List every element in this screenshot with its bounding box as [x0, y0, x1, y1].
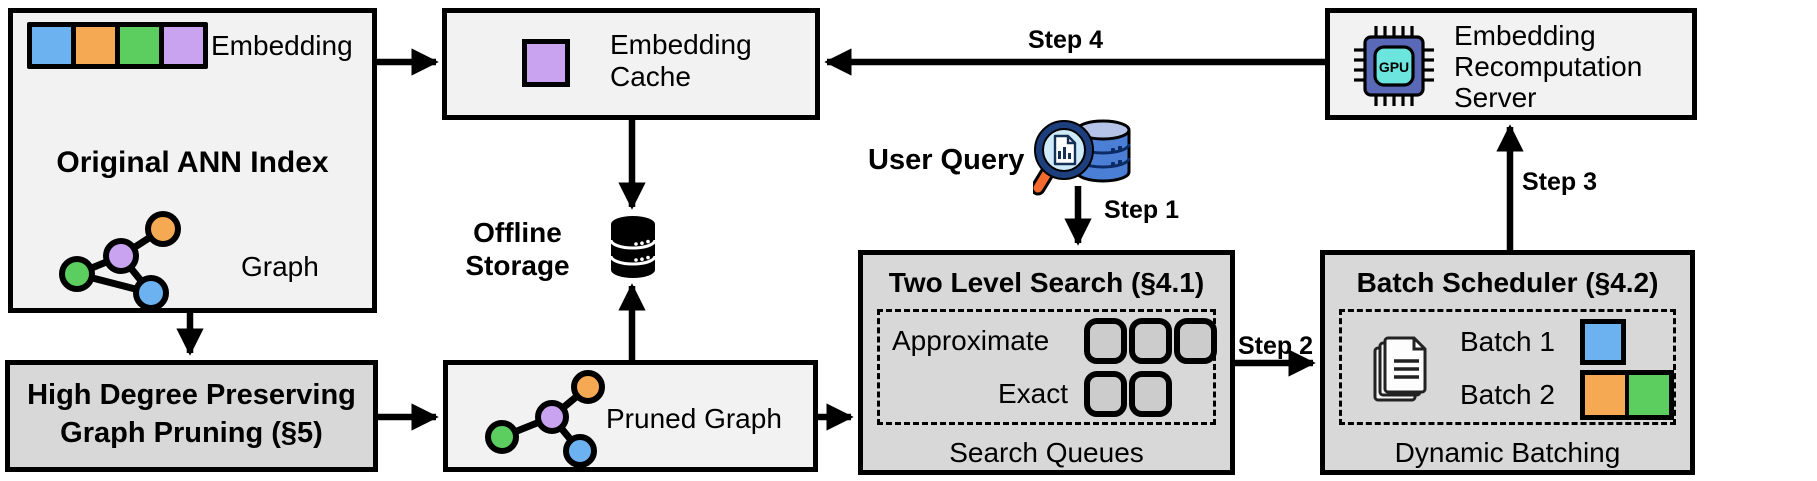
embedding-cache-box: Embedding Cache [442, 8, 820, 120]
dynamic-batching-panel: Batch 1 Batch 2 [1339, 309, 1676, 425]
batch2-items [1580, 370, 1674, 420]
graph-label: Graph [241, 251, 319, 282]
step2-label: Step 2 [1238, 332, 1314, 360]
user-query-icon [1033, 119, 1131, 196]
original-ann-index-title: Original ANN Index [56, 146, 329, 179]
step4-label: Step 4 [1028, 26, 1104, 54]
batch2-item-green [1629, 375, 1669, 415]
user-query-label: User Query [868, 144, 1025, 176]
server-title-line1: Embedding [1454, 20, 1596, 51]
step3-label: Step 3 [1522, 168, 1598, 196]
queue-slot [1174, 318, 1217, 364]
batch-scheduler-box: Batch Scheduler (§4.2) Batch 1 Batch 2 [1320, 250, 1695, 475]
two-level-search-title: Two Level Search (§4.1) [888, 267, 1205, 298]
embedding-vector-icon [27, 22, 208, 69]
graph-pruning-box: High Degree Preserving Graph Pruning (§5… [5, 360, 378, 472]
offline-storage-database-icon [609, 216, 657, 278]
embedding-cell-green [120, 27, 159, 64]
embedding-cell-purple [164, 27, 203, 64]
gpu-chip-icon: GPU [1354, 26, 1434, 106]
batch1-label: Batch 1 [1460, 326, 1555, 357]
server-title-line2: Recomputation [1454, 51, 1643, 82]
search-queues-panel: Approximate Exact [877, 309, 1217, 425]
queue-slot [1084, 371, 1127, 417]
pruned-graph-label: Pruned Graph [606, 403, 782, 434]
embedding-cell-blue [32, 27, 71, 64]
graph-pruning-title-line2: Graph Pruning (§5) [60, 417, 323, 449]
embedding-cache-title-line1: Embedding [610, 29, 752, 60]
two-level-search-box: Two Level Search (§4.1) Approximate Exac… [858, 250, 1235, 475]
batch1-item-blue [1580, 319, 1626, 365]
exact-label: Exact [997, 378, 1068, 409]
gpu-label: GPU [1379, 59, 1409, 75]
embedding-label: Embedding [211, 30, 353, 61]
queue-slot [1129, 371, 1172, 417]
queue-slot [1084, 318, 1127, 364]
queue-slot [1129, 318, 1172, 364]
pruned-graph-icon [485, 370, 605, 467]
approximate-label: Approximate [892, 325, 1050, 356]
pruned-graph-box: Pruned Graph [443, 360, 818, 472]
cached-embedding-icon [522, 39, 570, 87]
recomputation-server-box: GPU Embedding Recomputation Server [1325, 8, 1697, 120]
ann-graph-icon [59, 211, 181, 311]
offline-storage-label: Offline Storage [465, 217, 570, 281]
search-queues-label: Search Queues [949, 437, 1144, 468]
server-title-line3: Server [1454, 82, 1537, 113]
embedding-cache-title-line2: Cache [610, 61, 691, 92]
batch2-label: Batch 2 [1460, 379, 1555, 410]
step1-label: Step 1 [1104, 196, 1180, 224]
dynamic-batching-label: Dynamic Batching [1394, 437, 1621, 468]
batch2-item-orange [1585, 375, 1625, 415]
graph-pruning-title-line1: High Degree Preserving [27, 379, 356, 411]
embedding-cell-orange [76, 27, 115, 64]
batch-scheduler-title: Batch Scheduler (§4.2) [1356, 267, 1659, 298]
original-ann-index-box: Embedding Original ANN Index Graph [8, 8, 377, 313]
documents-icon [1373, 336, 1427, 402]
